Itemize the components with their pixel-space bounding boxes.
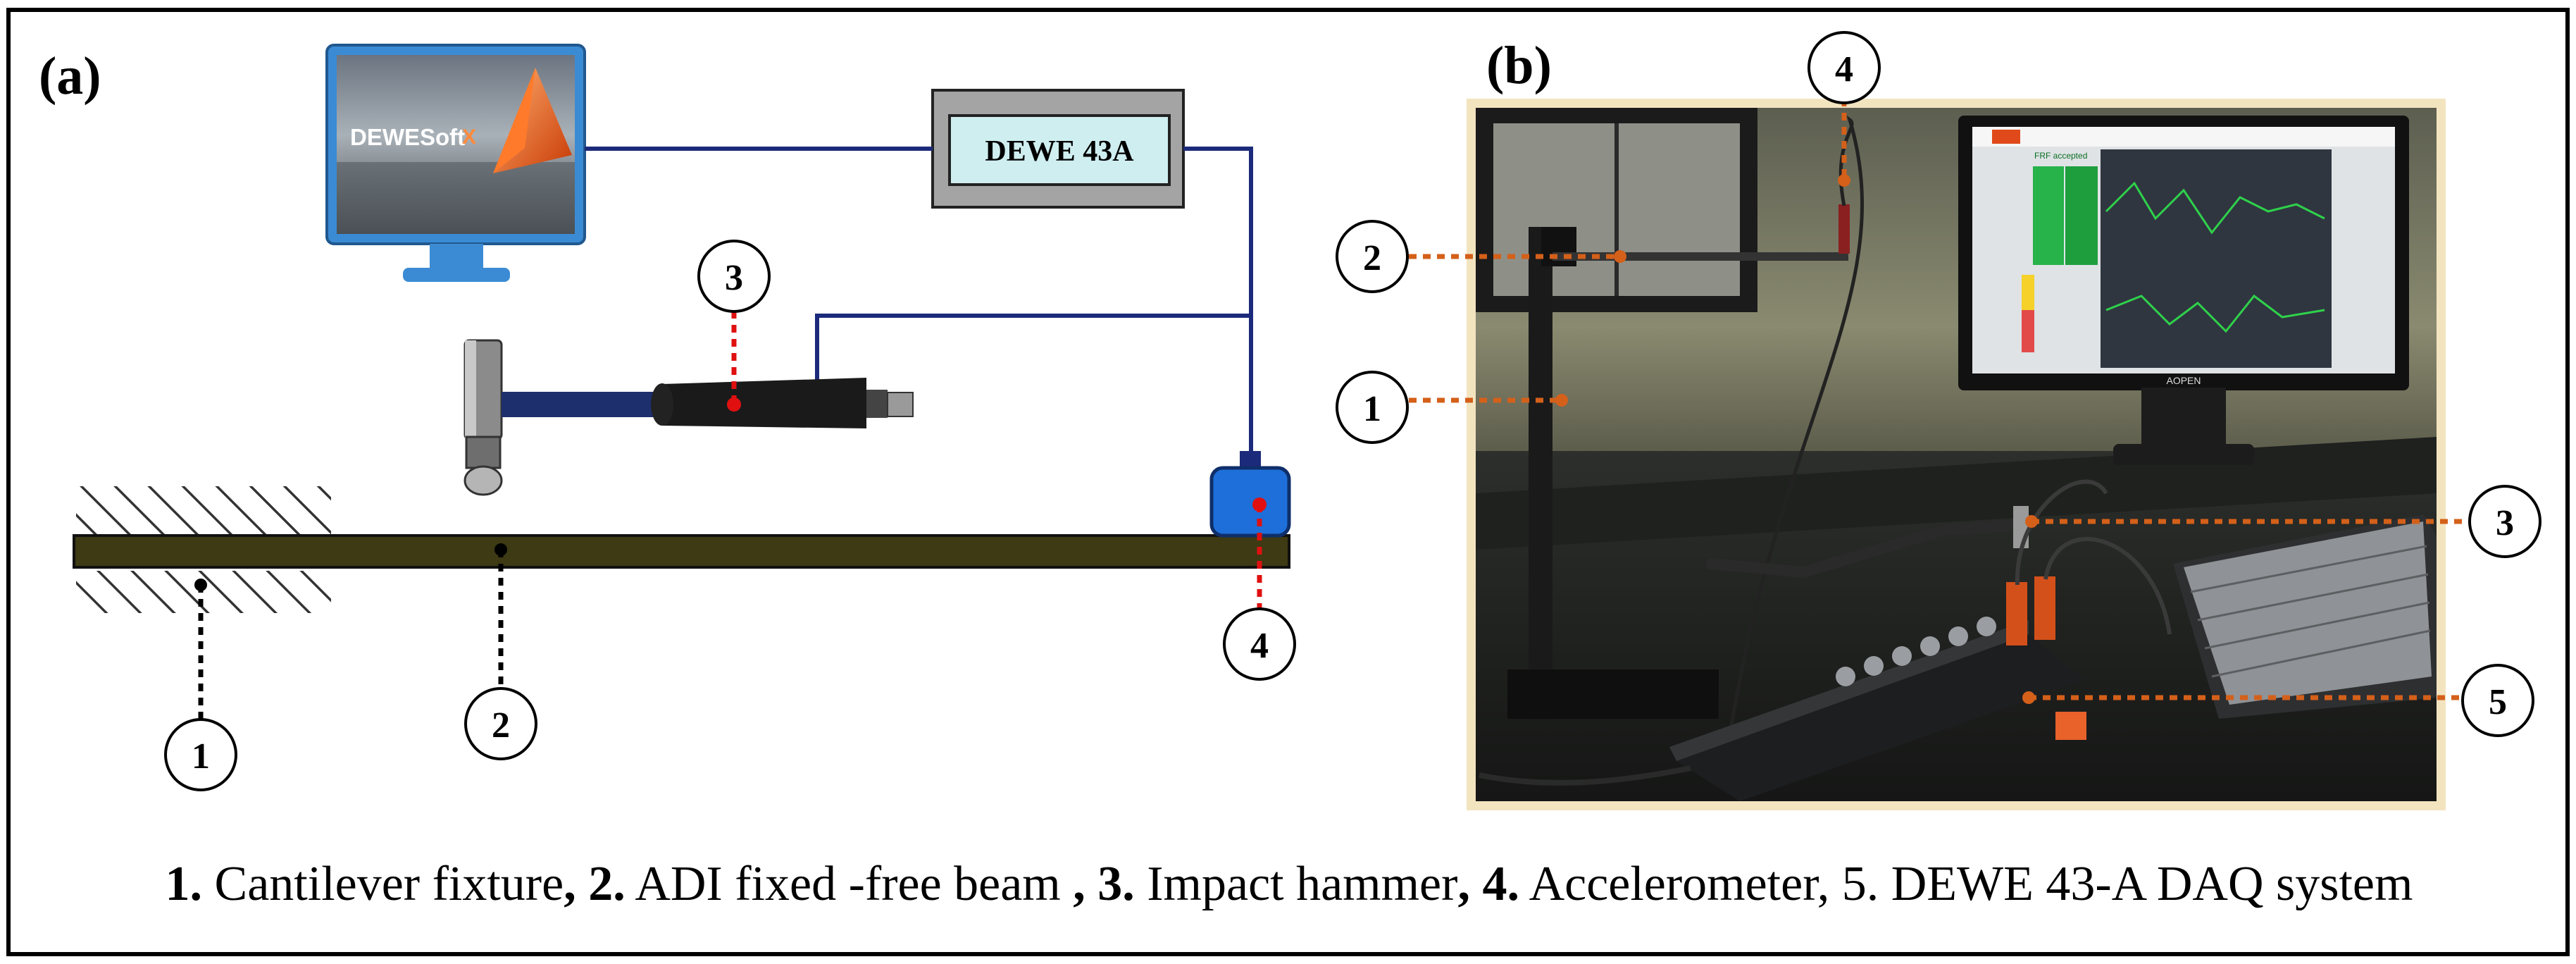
callout-2-a: 2 (464, 687, 537, 760)
callout-3-b: 3 (2468, 485, 2541, 558)
daq-label: DEWE 43A (985, 135, 1134, 168)
callout-leader-lines-b (1409, 99, 2470, 700)
callout-leaders-a (194, 304, 1267, 719)
panel-b-label: (b) (1486, 36, 1552, 95)
panel-a: (a) DEWESoft X DEWE 43A (39, 44, 1296, 791)
lab-setup-photo: FRF accepted AOPEN (1476, 108, 2437, 801)
callout-leaders-b (1555, 174, 2038, 704)
impact-hammer-icon (463, 339, 914, 496)
beam (73, 534, 1290, 569)
panel-a-label: (a) (39, 47, 101, 106)
callout-3-a: 3 (697, 240, 771, 313)
screen-status: FRF accepted (2034, 151, 2087, 161)
svg-text:2: 2 (1363, 238, 1381, 278)
daq-box: DEWE 43A (931, 89, 1185, 209)
panel-b: (b) (1336, 31, 2541, 810)
svg-text:4: 4 (1835, 49, 1853, 89)
callout-4-a: 4 (1223, 607, 1296, 681)
svg-text:1: 1 (192, 736, 210, 777)
computer-monitor-icon: DEWESoft X (325, 44, 586, 282)
figure-caption: 1. Cantilever fixture, 2. ADI fixed -fre… (165, 857, 2413, 911)
callout-1-b: 1 (1336, 371, 1409, 444)
callout-2-b: 2 (1336, 220, 1409, 293)
svg-text:1: 1 (1363, 389, 1381, 429)
svg-text:2: 2 (492, 705, 510, 746)
accelerometer-icon (1209, 451, 1291, 538)
svg-text:3: 3 (725, 258, 743, 298)
svg-text:5: 5 (2489, 682, 2507, 722)
callout-1-a: 1 (164, 718, 237, 791)
svg-text:3: 3 (2496, 503, 2514, 543)
svg-text:4: 4 (1250, 626, 1269, 666)
monitor-brand-x: X (462, 125, 476, 149)
keyboard-brand: AOPEN (2166, 375, 2201, 386)
callout-4-b: 4 (1807, 31, 1881, 104)
callout-5-b: 5 (2461, 664, 2534, 737)
monitor-brand: DEWESoft (350, 124, 465, 150)
